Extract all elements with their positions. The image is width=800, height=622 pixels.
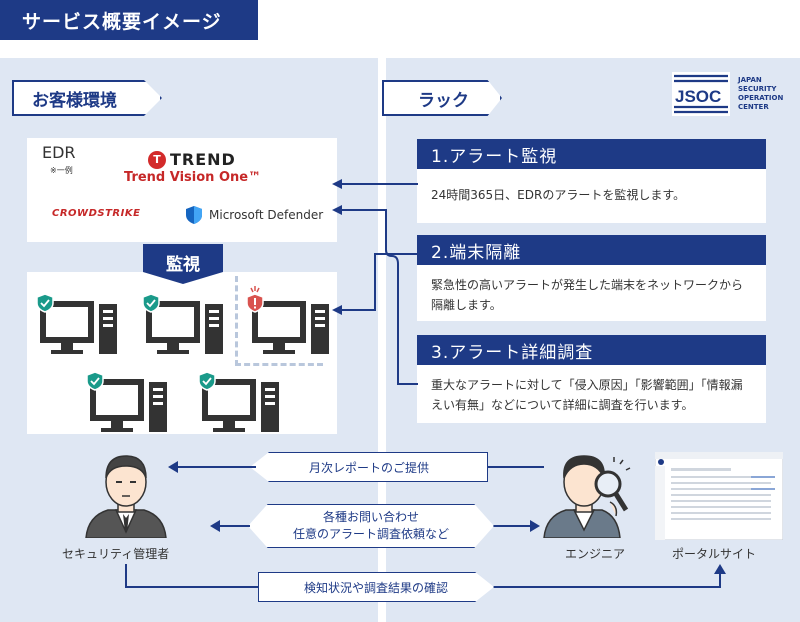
microsoft-defender-logo: Microsoft Defender: [185, 205, 323, 225]
edr-note: ※一例: [50, 166, 73, 175]
defender-shield-icon: [186, 206, 202, 224]
service-alert-investigation: 3.アラート詳細調査 重大なアラートに対して「侵入原因」「影響範囲」「情報漏えい…: [417, 335, 766, 423]
edr-label: EDR: [42, 143, 76, 162]
inquiry-arrow-line: [210, 520, 540, 532]
service-body: 24時間365日、EDRのアラートを監視します。: [431, 188, 686, 202]
service-body: 緊急性の高いアラートが発生した端末をネットワークから隔離します。: [431, 278, 744, 312]
endpoint-devices: [36, 286, 337, 434]
service-body: 重大なアラートに対して「侵入原因」「影響範囲」「情報漏えい有無」などについて詳細…: [431, 378, 743, 412]
inquiry-arrow: 各種お問い合わせ 任意のアラート調査依頼など: [248, 504, 494, 548]
service-title: 1.アラート監視: [417, 139, 766, 169]
service-alert-monitoring: 1.アラート監視 24時間365日、EDRのアラートを監視します。: [417, 139, 766, 223]
service-title: 3.アラート詳細調査: [417, 335, 766, 365]
connector-lines: [332, 179, 418, 385]
crowdstrike-logo: CROWDSTRIKE: [52, 208, 141, 219]
svg-text:JSOC: JSOC: [675, 87, 721, 106]
confirmation-arrow-line: [125, 564, 726, 588]
page-title: サービス概要イメージ: [0, 0, 258, 40]
customer-environment-tab: お客様環境: [12, 80, 162, 116]
jsoc-logo-text: JAPAN SECURITY OPERATION CENTER: [738, 76, 784, 111]
jsoc-logo: JSOC JAPAN SECURITY OPERATION CENTER: [672, 72, 783, 116]
isolated-device-zone: [235, 276, 323, 366]
security-manager-label: セキュリティ管理者: [62, 547, 170, 561]
monthly-report-arrow: 月次レポートのご提供: [250, 452, 488, 482]
portal-site-label: ポータルサイト: [672, 547, 757, 561]
security-manager-icon: [85, 455, 167, 538]
portal-site-thumbnail: [655, 452, 783, 540]
report-arrow-tail: [488, 466, 544, 468]
confirmation-arrow: 検知状況や調査結果の確認: [258, 572, 494, 602]
service-title: 2.端末隔離: [417, 235, 766, 265]
engineer-icon: [543, 455, 631, 538]
trend-circle-icon: T: [148, 150, 166, 169]
jsoc-logo-mark: JSOC: [672, 72, 730, 116]
report-arrow-line: [168, 461, 256, 473]
lac-tab: ラック: [382, 80, 502, 116]
edr-box: [27, 138, 337, 242]
trend-micro-logo: T TREND: [148, 150, 236, 169]
trend-vision-one-label: Trend Vision One™: [124, 170, 262, 185]
service-endpoint-isolation: 2.端末隔離 緊急性の高いアラートが発生した端末をネットワークから隔離します。: [417, 235, 766, 321]
engineer-label: エンジニア: [565, 547, 626, 561]
